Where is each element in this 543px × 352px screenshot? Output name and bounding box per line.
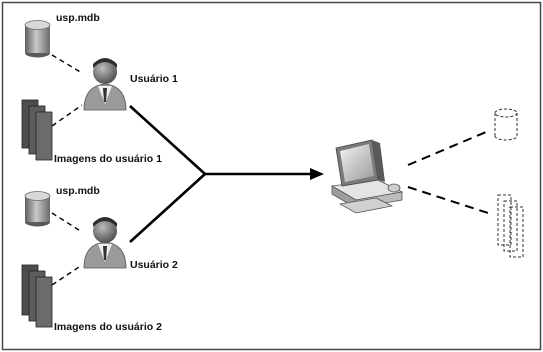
dash-docs2-user2 xyxy=(51,264,83,286)
line-user2-merge xyxy=(129,173,206,243)
dashed-database-icon xyxy=(494,108,518,141)
db2-label: usp.mdb xyxy=(56,185,100,197)
user-icon xyxy=(83,217,127,269)
dashed-documents-icon xyxy=(497,194,524,258)
desktop-computer-icon xyxy=(330,139,404,214)
dash-db2-user2 xyxy=(51,212,83,233)
dash-db1-user1 xyxy=(51,54,83,74)
documents-stack-icon xyxy=(21,99,53,161)
user2-label: Usuário 2 xyxy=(130,259,178,271)
line-user1-merge xyxy=(129,105,206,175)
database-icon xyxy=(24,20,51,58)
documents-stack-icon xyxy=(21,264,53,328)
user1-label: Usuário 1 xyxy=(130,73,178,85)
database-icon xyxy=(24,191,51,227)
images2-label: Imagens do usuário 2 xyxy=(54,321,162,333)
user-icon xyxy=(83,58,127,111)
dash-docs1-user1 xyxy=(51,104,83,127)
db1-label: usp.mdb xyxy=(56,12,100,24)
connector-lines xyxy=(51,54,489,286)
arrow-head xyxy=(310,168,324,180)
images1-label: Imagens do usuário 1 xyxy=(54,153,162,165)
